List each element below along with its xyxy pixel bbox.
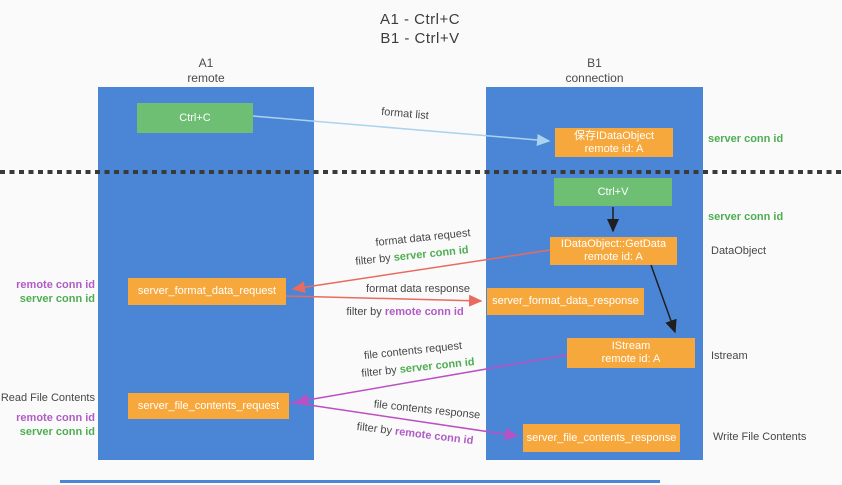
server-conn-id-annotation-left-2: server conn id <box>19 426 95 438</box>
bottom-blue-line <box>60 480 660 483</box>
node-save-idataobject-line1: 保存IDataObject <box>573 129 655 142</box>
format-data-response-label: format data response <box>366 283 470 295</box>
diagram-title-line2: B1 - Ctrl+V <box>380 30 460 47</box>
remote-conn-id-annotation-1: remote conn id <box>16 279 95 291</box>
node-save-idataobject: 保存IDataObject remote id: A <box>555 128 673 157</box>
node-ctrl-c: Ctrl+C <box>137 103 253 133</box>
node-server-file-contents-request-label: server_file_contents_request <box>137 399 280 412</box>
dataobject-annotation: DataObject <box>711 245 767 257</box>
node-getdata: IDataObject::GetData remote id: A <box>550 237 677 265</box>
server-conn-id-annotation-mid: server conn id <box>708 211 784 223</box>
server-conn-id-annotation-left-1: server conn id <box>19 293 95 305</box>
lane-a1-name: A1 <box>198 56 214 70</box>
format-data-response-filter-label: filter by remote conn id <box>340 306 470 318</box>
filter-by-text: filter by <box>346 306 385 318</box>
node-ctrl-v: Ctrl+V <box>554 178 672 206</box>
read-file-contents-annotation: Read File Contents <box>0 392 95 404</box>
filter-remote-conn-id: remote conn id <box>384 306 464 318</box>
format-data-request-arrow <box>291 249 551 294</box>
node-getdata-line1: IDataObject::GetData <box>560 238 667 250</box>
node-istream-line2: remote id: A <box>601 353 661 365</box>
lane-b1-header: B1 connection <box>486 56 703 86</box>
write-file-contents-annotation: Write File Contents <box>713 431 807 443</box>
node-server-format-data-request: server_format_data_request <box>128 278 286 305</box>
node-server-format-data-response-label: server_format_data_response <box>492 295 639 307</box>
node-server-format-data-response: server_format_data_response <box>487 288 644 315</box>
node-server-file-contents-response-label: server_file_contents_response <box>526 431 677 444</box>
node-istream: IStream remote id: A <box>567 338 695 368</box>
node-ctrl-v-label: Ctrl+V <box>597 185 629 198</box>
lane-a1-header: A1 remote <box>98 56 314 86</box>
remote-conn-id-annotation-2: remote conn id <box>16 412 95 424</box>
node-ctrl-c-label: Ctrl+C <box>179 111 211 124</box>
file-contents-request-arrow <box>294 354 568 406</box>
format-data-response-arrow <box>285 294 483 307</box>
lane-b1-subtitle: connection <box>565 71 624 85</box>
lane-b1-name: B1 <box>587 56 602 70</box>
node-server-format-data-request-label: server_format_data_request <box>137 285 277 297</box>
node-server-file-contents-response: server_file_contents_response <box>523 424 680 452</box>
istream-annotation: Istream <box>711 350 748 362</box>
dotted-separator-line <box>0 170 842 174</box>
format-list-arrow <box>252 115 551 146</box>
node-server-file-contents-request: server_file_contents_request <box>128 393 289 419</box>
getdata-to-istream-arrow <box>650 264 677 334</box>
node-save-idataobject-line2: remote id: A <box>584 142 644 155</box>
server-conn-id-annotation-top: server conn id <box>708 133 784 145</box>
node-istream-line1: IStream <box>611 340 651 352</box>
lane-a1-subtitle: remote <box>187 71 225 85</box>
node-getdata-line2: remote id: A <box>584 251 643 263</box>
file-contents-response-arrow <box>288 401 519 441</box>
diagram-title-line1: A1 - Ctrl+C <box>379 11 461 28</box>
